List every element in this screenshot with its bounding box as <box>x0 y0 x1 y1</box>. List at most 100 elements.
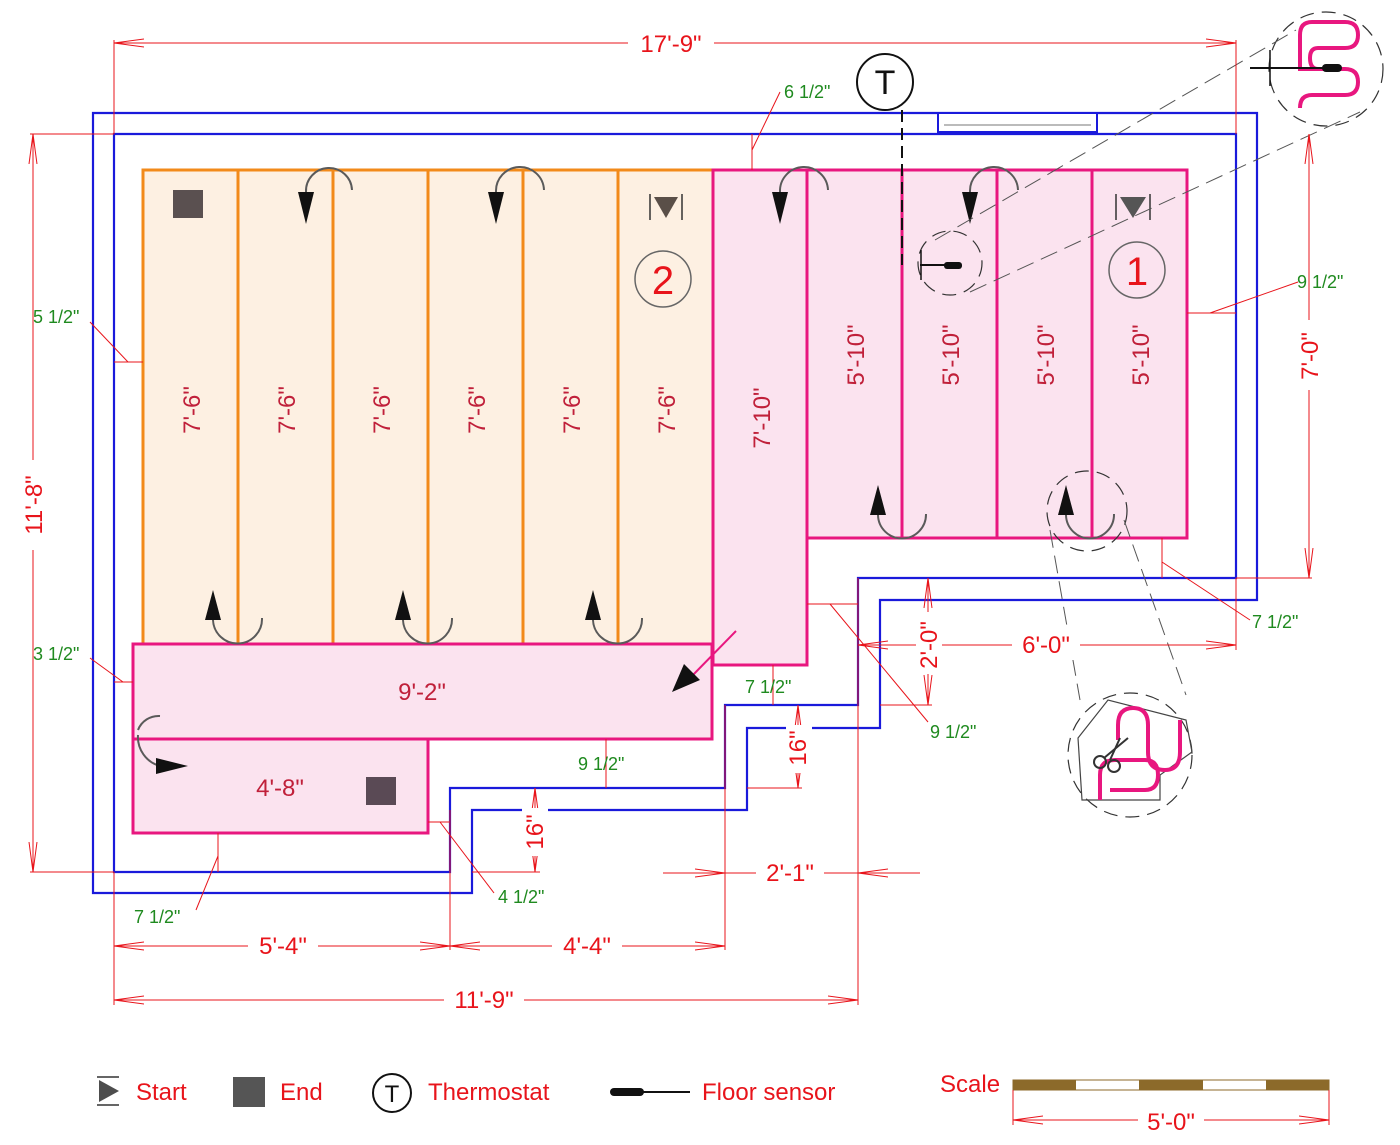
turn-loop <box>592 617 644 645</box>
thermostat-legend-symbol: T <box>385 1081 400 1108</box>
markers <box>173 190 1151 805</box>
zone-2-number: 2 <box>652 259 674 303</box>
offset-6-5-label: 6 1/2" <box>784 82 830 102</box>
right-arrow-icon <box>156 758 188 774</box>
dim-16-lower-label: 16" <box>522 814 549 849</box>
thermostat-and-sensor: T <box>856 11 1384 296</box>
zone-numbers: 2 1 <box>634 241 1166 308</box>
dim-16-upper-label: 16" <box>785 730 812 765</box>
strip-labels: 7'-6" 7'-6" 7'-6" 7'-6" 7'-6" 7'-6" 7'-1… <box>179 324 1155 802</box>
scissors-icon <box>1093 737 1129 773</box>
flow-arrows <box>136 166 1116 774</box>
legend: Start End T Thermostat Floor sensor <box>97 1073 835 1113</box>
right-height-label: 7'-0" <box>1297 332 1324 380</box>
offset-3-5-label: 3 1/2" <box>33 644 79 664</box>
pink-strip-short-3-length: 5'-10" <box>1033 324 1060 385</box>
orange-strip-2-length: 7'-6" <box>274 386 301 434</box>
orange-strip-6 <box>616 168 715 646</box>
dim-2-1-label: 2'-1" <box>766 860 814 887</box>
end-icon <box>233 1077 265 1107</box>
turn-loop <box>304 166 353 193</box>
pink-strip-short-2-length: 5'-10" <box>938 324 965 385</box>
pink-strip-short-3 <box>995 168 1094 540</box>
pink-strip-short-4-length: 5'-10" <box>1128 324 1155 385</box>
pink-strip-short-1 <box>805 168 904 540</box>
offset-7-5-right-label: 7 1/2" <box>1252 612 1298 632</box>
cut-detail-circle <box>1046 470 1128 552</box>
orange-strip-5 <box>521 168 620 646</box>
orange-strip-3-length: 7'-6" <box>369 386 396 434</box>
detail-leader <box>969 111 1361 293</box>
scale-segment <box>1139 1080 1203 1090</box>
down-arrow-icon <box>962 192 978 224</box>
start-marker-icon <box>1115 194 1151 220</box>
offset-4-5-label: 4 1/2" <box>498 887 544 907</box>
offset-9-5-right-label: 9 1/2" <box>1297 272 1343 292</box>
down-arrow-icon <box>772 192 788 224</box>
direction-line <box>689 630 737 679</box>
up-arrow-icon <box>395 590 411 620</box>
cut-cable-icon <box>1098 758 1161 800</box>
zone-2-orange-strips <box>141 168 715 646</box>
legend-floor-sensor-label: Floor sensor <box>702 1079 835 1106</box>
diagonal-arrow-icon <box>672 664 700 692</box>
turn-loop <box>1065 513 1116 540</box>
heating-cable-detail-icon <box>1298 20 1361 109</box>
offset-5-5-label: 5 1/2" <box>33 307 79 327</box>
legend-end-label: End <box>280 1079 323 1106</box>
scale-length-label: 5'-0" <box>1147 1109 1195 1136</box>
turn-loop <box>877 513 928 540</box>
thermostat-symbol: T <box>875 64 896 102</box>
zone-1-pink-strips <box>131 168 1189 835</box>
floor-sensor-detail-circle <box>917 230 983 296</box>
turn-loop <box>778 166 829 193</box>
walls <box>91 111 1259 895</box>
scale-label: Scale <box>940 1071 1000 1098</box>
floor-sensor-legend-icon <box>610 1088 690 1096</box>
offset-7-5-step-label: 7 1/2" <box>745 677 791 697</box>
end-marker-icon <box>366 777 396 805</box>
dim-2-0-label: 2'-0" <box>916 621 943 669</box>
offset-7-5-left-label: 7 1/2" <box>134 907 180 927</box>
horizontal-strip-length: 9'-2" <box>398 679 446 706</box>
orange-strip-1-length: 7'-6" <box>179 386 206 434</box>
dim-4-4-label: 4'-4" <box>563 933 611 960</box>
orange-strip-5-length: 7'-6" <box>559 386 586 434</box>
offset-9-5-bottom-label: 9 1/2" <box>578 754 624 774</box>
dimension-lines: 17'-9" 11'-8" 7'-0" 6'-0" 2'-0" 16" 16" <box>18 28 1324 1015</box>
cut-detail-circle <box>1067 692 1193 818</box>
start-icon <box>97 1076 119 1106</box>
thermostat-legend-icon <box>372 1073 412 1113</box>
orange-strip-6-length: 7'-6" <box>654 386 681 434</box>
turn-loop <box>212 617 264 645</box>
dim-6-0-label: 6'-0" <box>1022 632 1070 659</box>
orange-strip-4-length: 7'-6" <box>464 386 491 434</box>
legend-thermostat-label: Thermostat <box>428 1079 550 1106</box>
cut-leader <box>1123 519 1187 696</box>
up-arrow-icon <box>205 590 221 620</box>
orange-strip-4 <box>426 168 525 646</box>
pink-strip-short-1-length: 5'-10" <box>843 324 870 385</box>
overall-width-label: 17'-9" <box>640 31 701 58</box>
overall-height-label: 11'-8" <box>21 475 48 534</box>
scale-segment <box>1013 1080 1076 1090</box>
zone-1-circle <box>1108 241 1166 299</box>
dim-5-4-label: 5'-4" <box>259 933 307 960</box>
up-arrow-icon <box>870 485 886 515</box>
turn-loop <box>402 617 454 645</box>
zone-1-number: 1 <box>1126 250 1148 294</box>
cut-cable-icon <box>1116 705 1182 773</box>
bottom-strip-length: 4'-8" <box>256 775 304 802</box>
cut-detail <box>1046 470 1193 818</box>
scale-bar: Scale 5'-0" <box>940 1071 1330 1136</box>
window <box>937 112 1098 133</box>
offset-9-5-step-label: 9 1/2" <box>930 722 976 742</box>
up-arrow-icon <box>585 590 601 620</box>
thermostat-icon <box>856 53 914 111</box>
start-marker-icon <box>649 194 683 220</box>
offset-labels: 6 1/2" 5 1/2" 3 1/2" 9 1/2" 7 1/2" 7 1/2… <box>33 82 1343 927</box>
turn-loop <box>137 714 161 731</box>
zone-2-circle <box>634 250 692 308</box>
down-arrow-icon <box>298 192 314 224</box>
outer-wall <box>91 111 1259 895</box>
